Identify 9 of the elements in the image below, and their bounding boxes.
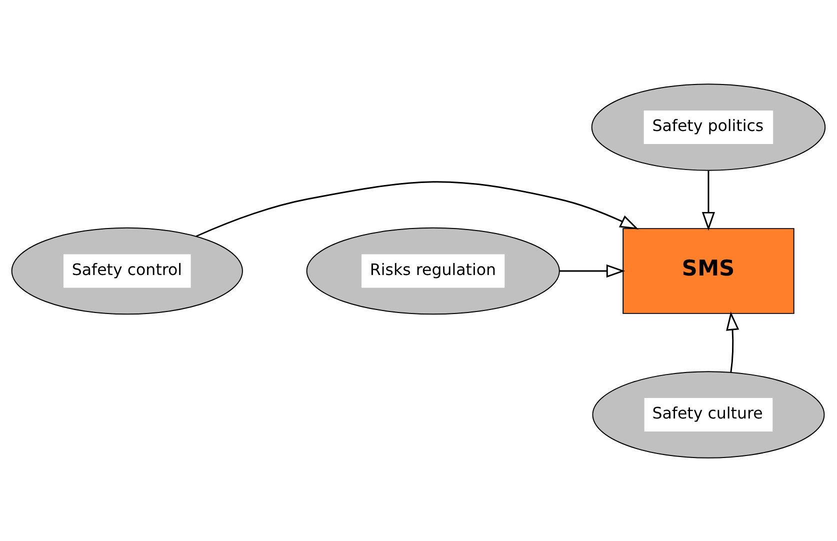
arrow [196,180,639,236]
node-ellipse: Safety politics [591,83,826,170]
node-ellipse: Risks regulation [306,226,560,314]
arrow [702,170,716,230]
arrow [726,311,740,372]
node-ellipse: Safety control [11,226,243,314]
arrow [560,264,626,278]
node-ellipse: Safety culture [592,370,825,458]
node-box: SMS [622,228,794,314]
